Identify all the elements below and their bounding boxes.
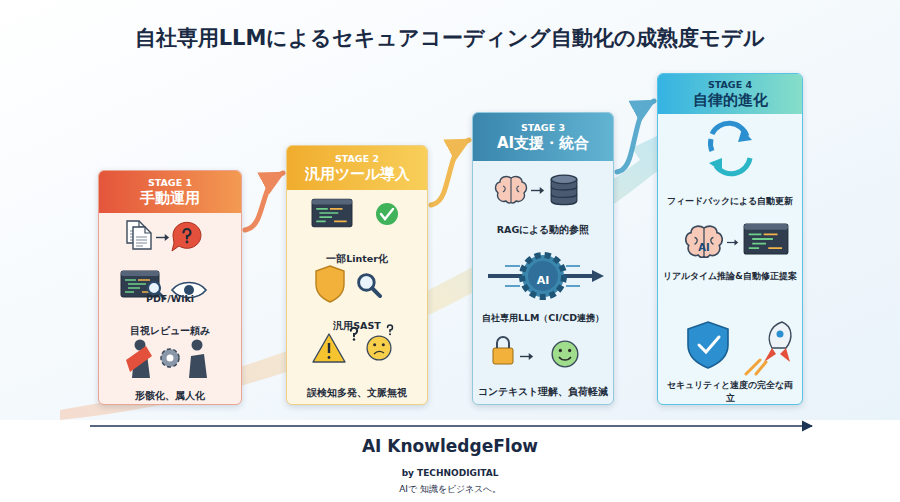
item-caption: PDF/Wiki bbox=[146, 292, 194, 305]
item-slot: セキュリティと速度の完全な両立 bbox=[661, 379, 799, 405]
item-caption: 誤検知多発、文脈無視 bbox=[307, 386, 407, 399]
item-slot: 誤検知多発、文脈無視 bbox=[290, 381, 424, 400]
stage-title: 汎用ツール導入 bbox=[305, 165, 410, 184]
item-caption: コンテキスト理解、負荷軽減 bbox=[478, 385, 608, 398]
stage-card: STAGE 2汎用ツール導入一部Linter化汎用SAST 誤検知多発、文脈無視 bbox=[286, 145, 428, 405]
item-slot: 形骸化、属人化 bbox=[102, 384, 238, 403]
stage-arrow bbox=[431, 140, 469, 205]
item-slot: 汎用SAST bbox=[290, 314, 424, 333]
icon-label: AI bbox=[537, 274, 550, 288]
stage-label: STAGE 2 bbox=[335, 153, 379, 165]
item-caption: 目視レビュー頼み bbox=[130, 324, 210, 337]
footer-text: AI KnowledgeFlow bbox=[362, 435, 538, 457]
label-slot: AI bbox=[528, 269, 558, 288]
stage-arrow bbox=[617, 101, 654, 172]
item-slot: リアルタイム推論&自動修正提案 bbox=[661, 264, 799, 283]
item-caption: 形骸化、属人化 bbox=[135, 389, 205, 402]
item-slot: 自社専用LLM（CI/CD連携） bbox=[476, 306, 610, 325]
label-slot: AI bbox=[689, 236, 719, 255]
label-slot: AIで 知識をビジネスへ。 bbox=[300, 477, 600, 496]
item-caption: 汎用SAST bbox=[333, 319, 381, 332]
item-slot: 一部Linter化 bbox=[290, 247, 424, 266]
item-caption: RAGによる動的参照 bbox=[497, 223, 589, 236]
item-slot: コンテキスト理解、負荷軽減 bbox=[476, 380, 610, 399]
stage-header: STAGE 2汎用ツール導入 bbox=[287, 146, 427, 190]
stage-title: 自律的進化 bbox=[693, 91, 768, 110]
footer-text: AIで 知識をビジネスへ。 bbox=[399, 483, 501, 495]
item-caption: フィードバックによる自動更新 bbox=[667, 195, 793, 208]
stage-label: STAGE 4 bbox=[708, 79, 752, 91]
stage-header: STAGE 4自律的進化 bbox=[658, 74, 802, 114]
item-caption: リアルタイム推論&自動修正提案 bbox=[663, 270, 796, 283]
footer-text: by TECHNODIGITAL bbox=[402, 467, 499, 479]
stage-label: STAGE 3 bbox=[521, 122, 565, 134]
stage-arrow bbox=[245, 173, 283, 230]
title: 自社専用LLMによるセキュアコーディング自動化の成熟度モデル bbox=[135, 24, 766, 52]
stage-header: STAGE 3AI支援・統合 bbox=[473, 113, 613, 161]
item-slot: フィードバックによる自動更新 bbox=[661, 189, 799, 208]
stage-card: STAGE 1手動運用 PDF/Wiki 目視レビュー頼み形骸化、属人化 bbox=[98, 170, 242, 405]
stage-title: AI支援・統合 bbox=[497, 134, 589, 153]
icon-label: AI bbox=[698, 241, 709, 254]
stage-title: 手動運用 bbox=[140, 189, 200, 208]
label-slot: by TECHNODIGITAL bbox=[300, 461, 600, 480]
item-caption: 一部Linter化 bbox=[326, 252, 388, 265]
stage-label: STAGE 1 bbox=[148, 177, 192, 189]
title-slot: 自社専用LLMによるセキュアコーディング自動化の成熟度モデル bbox=[0, 24, 900, 52]
label-slot: AI KnowledgeFlow bbox=[250, 435, 650, 457]
item-slot: RAGによる動的参照 bbox=[476, 218, 610, 237]
item-slot: 目視レビュー頼み bbox=[102, 319, 238, 338]
item-caption: 自社専用LLM（CI/CD連携） bbox=[482, 311, 604, 324]
stage-header: STAGE 1手動運用 bbox=[99, 171, 241, 213]
item-caption: セキュリティと速度の完全な両立 bbox=[663, 379, 797, 405]
